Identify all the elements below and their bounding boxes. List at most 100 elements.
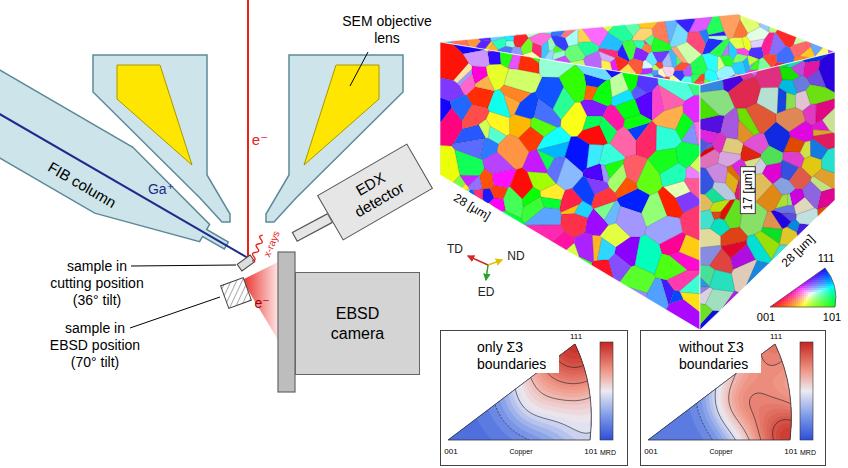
ipf-cell [840, 278, 842, 280]
ipf-cell [776, 278, 778, 280]
ipf-cell [768, 308, 770, 310]
ipf-cell [780, 290, 782, 292]
ipf-cell [778, 286, 780, 288]
ipf-cell [794, 282, 796, 284]
ipf-cell [804, 266, 806, 268]
ipf-cell [824, 304, 826, 306]
ipf-cell [782, 278, 784, 280]
ipf-cell [838, 270, 840, 272]
ipf-cell [820, 294, 822, 296]
ipf-cell [790, 286, 792, 288]
ipf-cell [794, 278, 796, 280]
ipf-cell [796, 278, 798, 280]
ipf-cell [820, 300, 822, 302]
grain [573, 278, 593, 296]
ipf-cell [820, 274, 822, 276]
ipf-cell [780, 304, 782, 306]
grain [500, 42, 516, 68]
ipf-cell [794, 274, 796, 276]
ipf-cell [796, 302, 798, 304]
ipf-cell [770, 272, 772, 274]
grain [822, 18, 835, 36]
ipf-cell [828, 276, 830, 278]
ipf-cell [772, 286, 774, 288]
ipf-cell [812, 286, 814, 288]
ipf-cell [808, 284, 810, 286]
grain [440, 285, 477, 309]
ipf-cell [810, 308, 812, 310]
ipf-cell [798, 300, 800, 302]
ipf-cell [820, 286, 822, 288]
ipf-cell [786, 302, 788, 304]
ipf-cell [822, 286, 824, 288]
ipf-cell [826, 286, 828, 288]
ipf-cell [790, 298, 792, 300]
ipf-cell [770, 284, 772, 286]
grain [468, 176, 482, 191]
grain [525, 225, 564, 243]
ipf-cell [788, 272, 790, 274]
grain [518, 51, 539, 74]
ipf-cell [838, 294, 840, 296]
ipf-cell [772, 300, 774, 302]
ipf-cell [838, 298, 840, 300]
pole-label: 101 [784, 447, 797, 457]
grain [440, 238, 464, 256]
ipf-cell [812, 288, 814, 290]
ipf-cell [790, 296, 792, 298]
grain [773, 296, 797, 311]
ipf-cell [770, 268, 772, 270]
grain [579, 42, 622, 53]
ipf-cell [800, 288, 802, 290]
ipf-cell [822, 272, 824, 274]
ipf-cell [840, 308, 842, 310]
ipf-cell [812, 268, 814, 270]
grain [804, 309, 818, 327]
ipf-cell [834, 272, 836, 274]
ipf-cell [778, 280, 780, 282]
ipf-cell [790, 284, 792, 286]
ipf-cell [798, 280, 800, 282]
ipf-cell [800, 272, 802, 274]
ipf-cell [796, 268, 798, 270]
grain [494, 25, 507, 36]
ipf-cell [822, 274, 824, 276]
grain [795, 20, 802, 36]
ipf-cell [830, 292, 832, 294]
ipf-cell [808, 266, 810, 268]
ipf-cell [768, 270, 770, 272]
grain [616, 206, 646, 237]
ipf-cell [798, 266, 800, 268]
ipf-cell [840, 280, 842, 282]
ipf-cell [800, 270, 802, 272]
ipf-cell [798, 296, 800, 298]
ipf-cell [834, 276, 836, 278]
ipf-cell [790, 302, 792, 304]
ipf-cell [820, 272, 822, 274]
ipf-cell [806, 282, 808, 284]
ipf-cell [778, 266, 780, 268]
ipf-cell [840, 304, 842, 306]
ipf-cell [772, 268, 774, 270]
ipf-cell [826, 300, 828, 302]
ipf-cell [798, 270, 800, 272]
ipf-cell [788, 274, 790, 276]
ipf-cell [774, 292, 776, 294]
grain [463, 14, 490, 28]
ipf-cell [828, 302, 830, 304]
ipf-cell [780, 282, 782, 284]
ipf-cell [772, 284, 774, 286]
grain [680, 292, 700, 312]
ipf-cell [802, 278, 804, 280]
ipf-cell [816, 294, 818, 296]
grain [749, 295, 776, 330]
ipf-cell [798, 294, 800, 296]
ipf-cell [840, 284, 842, 286]
axis-label: TD [447, 242, 463, 256]
ipf-cell [778, 304, 780, 306]
ipf-cell [780, 302, 782, 304]
ipf-cell [780, 308, 782, 310]
ipf-cell [802, 292, 804, 294]
sample-cutting [237, 255, 255, 271]
